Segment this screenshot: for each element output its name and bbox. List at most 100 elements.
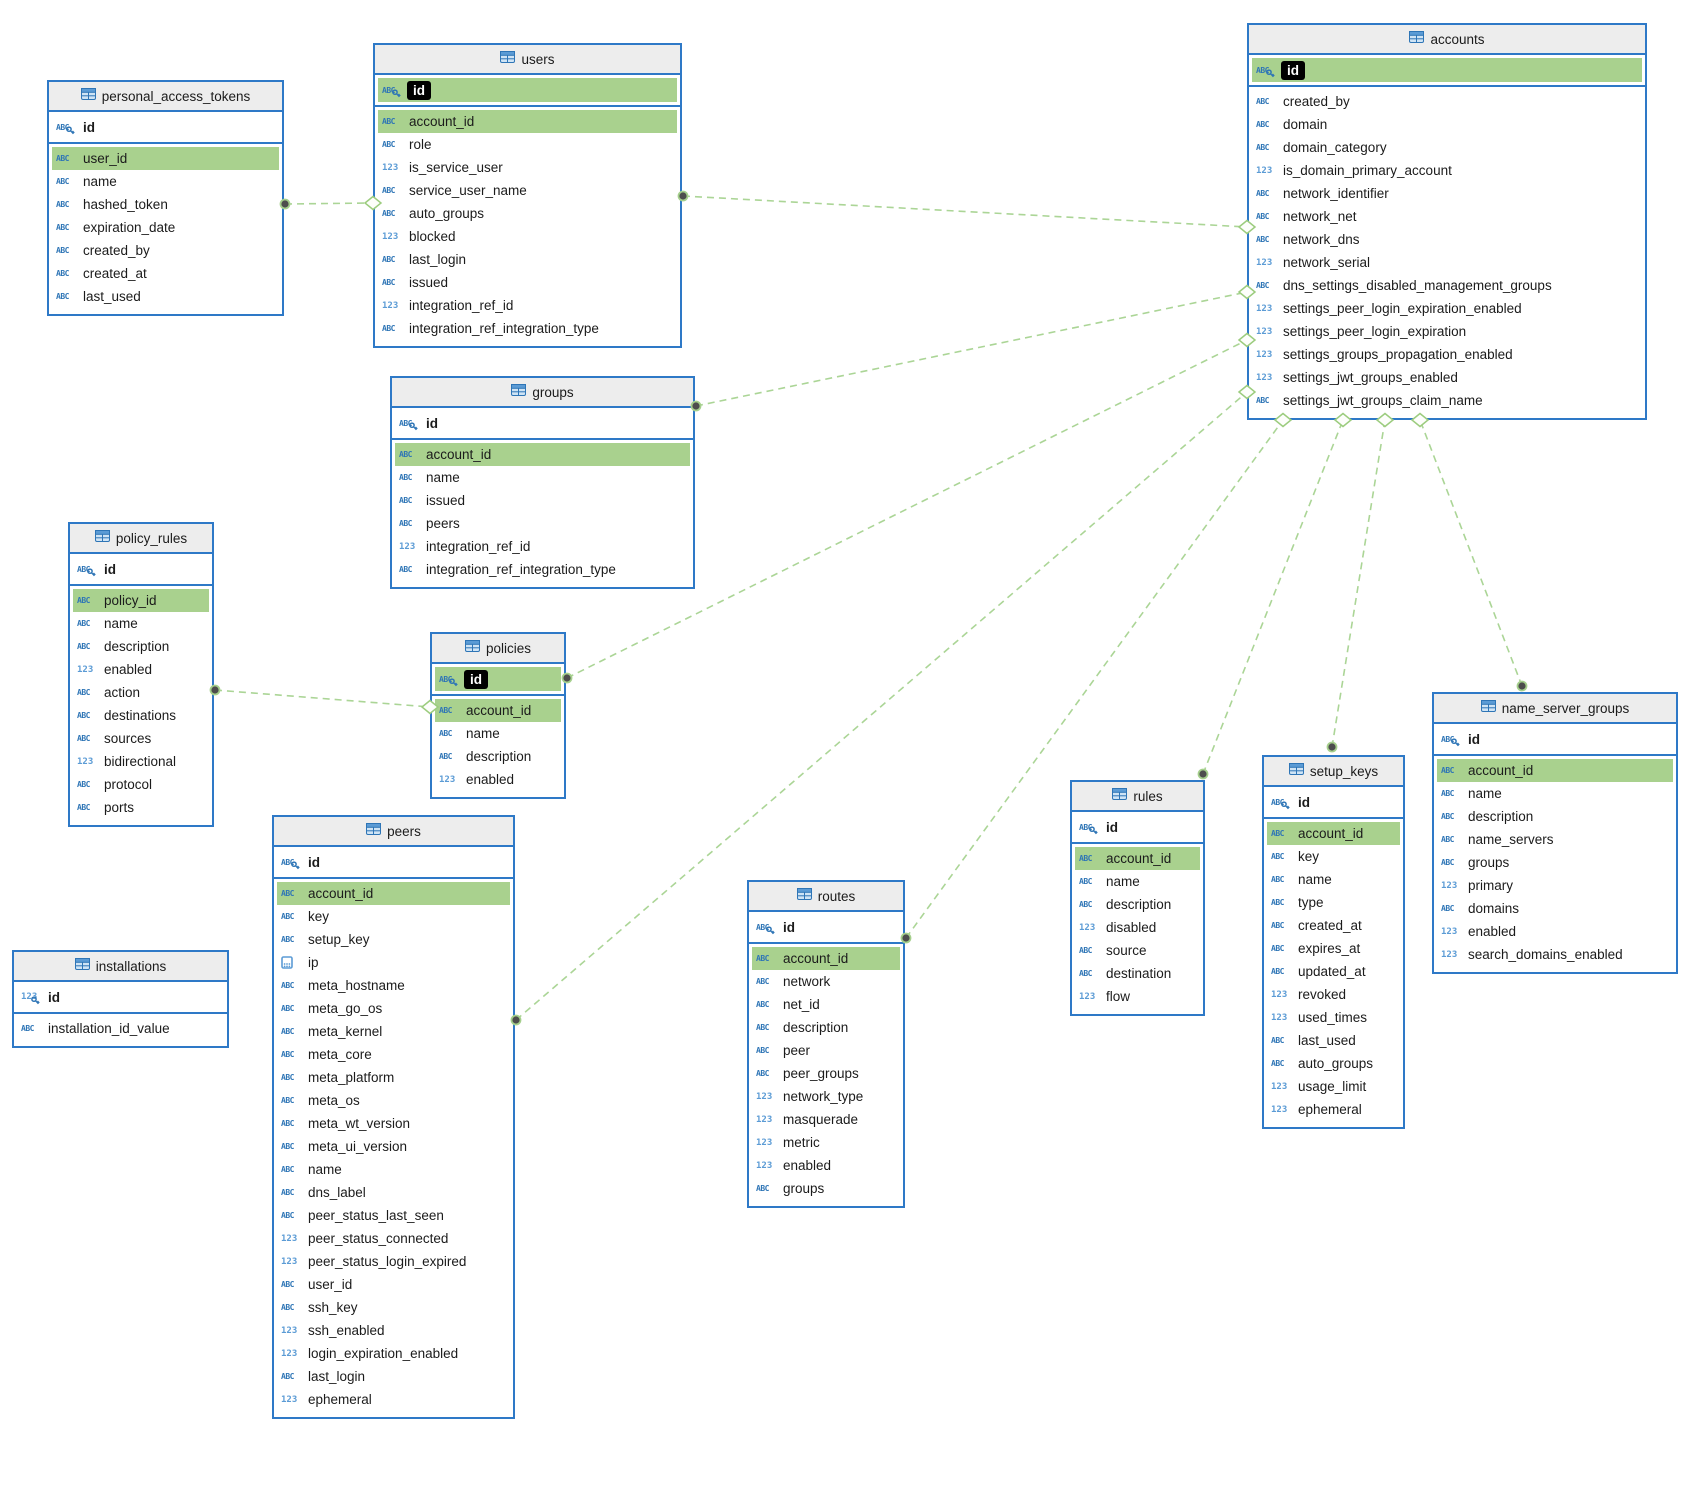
primary-key-row[interactable]: ABC id	[1437, 727, 1673, 751]
relation-setup_keys-to-accounts[interactable]	[1326, 412, 1395, 753]
primary-key-row[interactable]: ABC id	[52, 115, 279, 139]
relation-line[interactable]	[1202, 419, 1344, 775]
relation-line[interactable]	[682, 195, 1248, 228]
relation-personal_access_tokens-to-users[interactable]	[279, 195, 383, 211]
table-header[interactable]: installations	[14, 952, 227, 982]
table-header[interactable]: personal_access_tokens	[49, 82, 282, 112]
relation-name_server_groups-to-accounts[interactable]	[1410, 412, 1528, 692]
primary-key-row[interactable]: ABC id	[395, 411, 690, 435]
relation-line[interactable]	[695, 291, 1248, 407]
primary-key-row[interactable]: ABC id	[277, 850, 510, 874]
table-header[interactable]: accounts	[1249, 25, 1645, 55]
column-row-ip[interactable]: ip	[277, 951, 510, 974]
primary-key-row[interactable]: ABC id	[1075, 815, 1200, 839]
relation-users-to-accounts[interactable]	[677, 190, 1257, 235]
relation-groups-to-accounts[interactable]	[690, 284, 1257, 412]
table-header[interactable]: users	[375, 45, 680, 75]
table-header[interactable]: routes	[749, 882, 903, 912]
primary-key-row[interactable]: ABC id	[73, 557, 209, 581]
relation-line[interactable]	[214, 689, 431, 708]
table-header[interactable]: policies	[432, 634, 564, 664]
